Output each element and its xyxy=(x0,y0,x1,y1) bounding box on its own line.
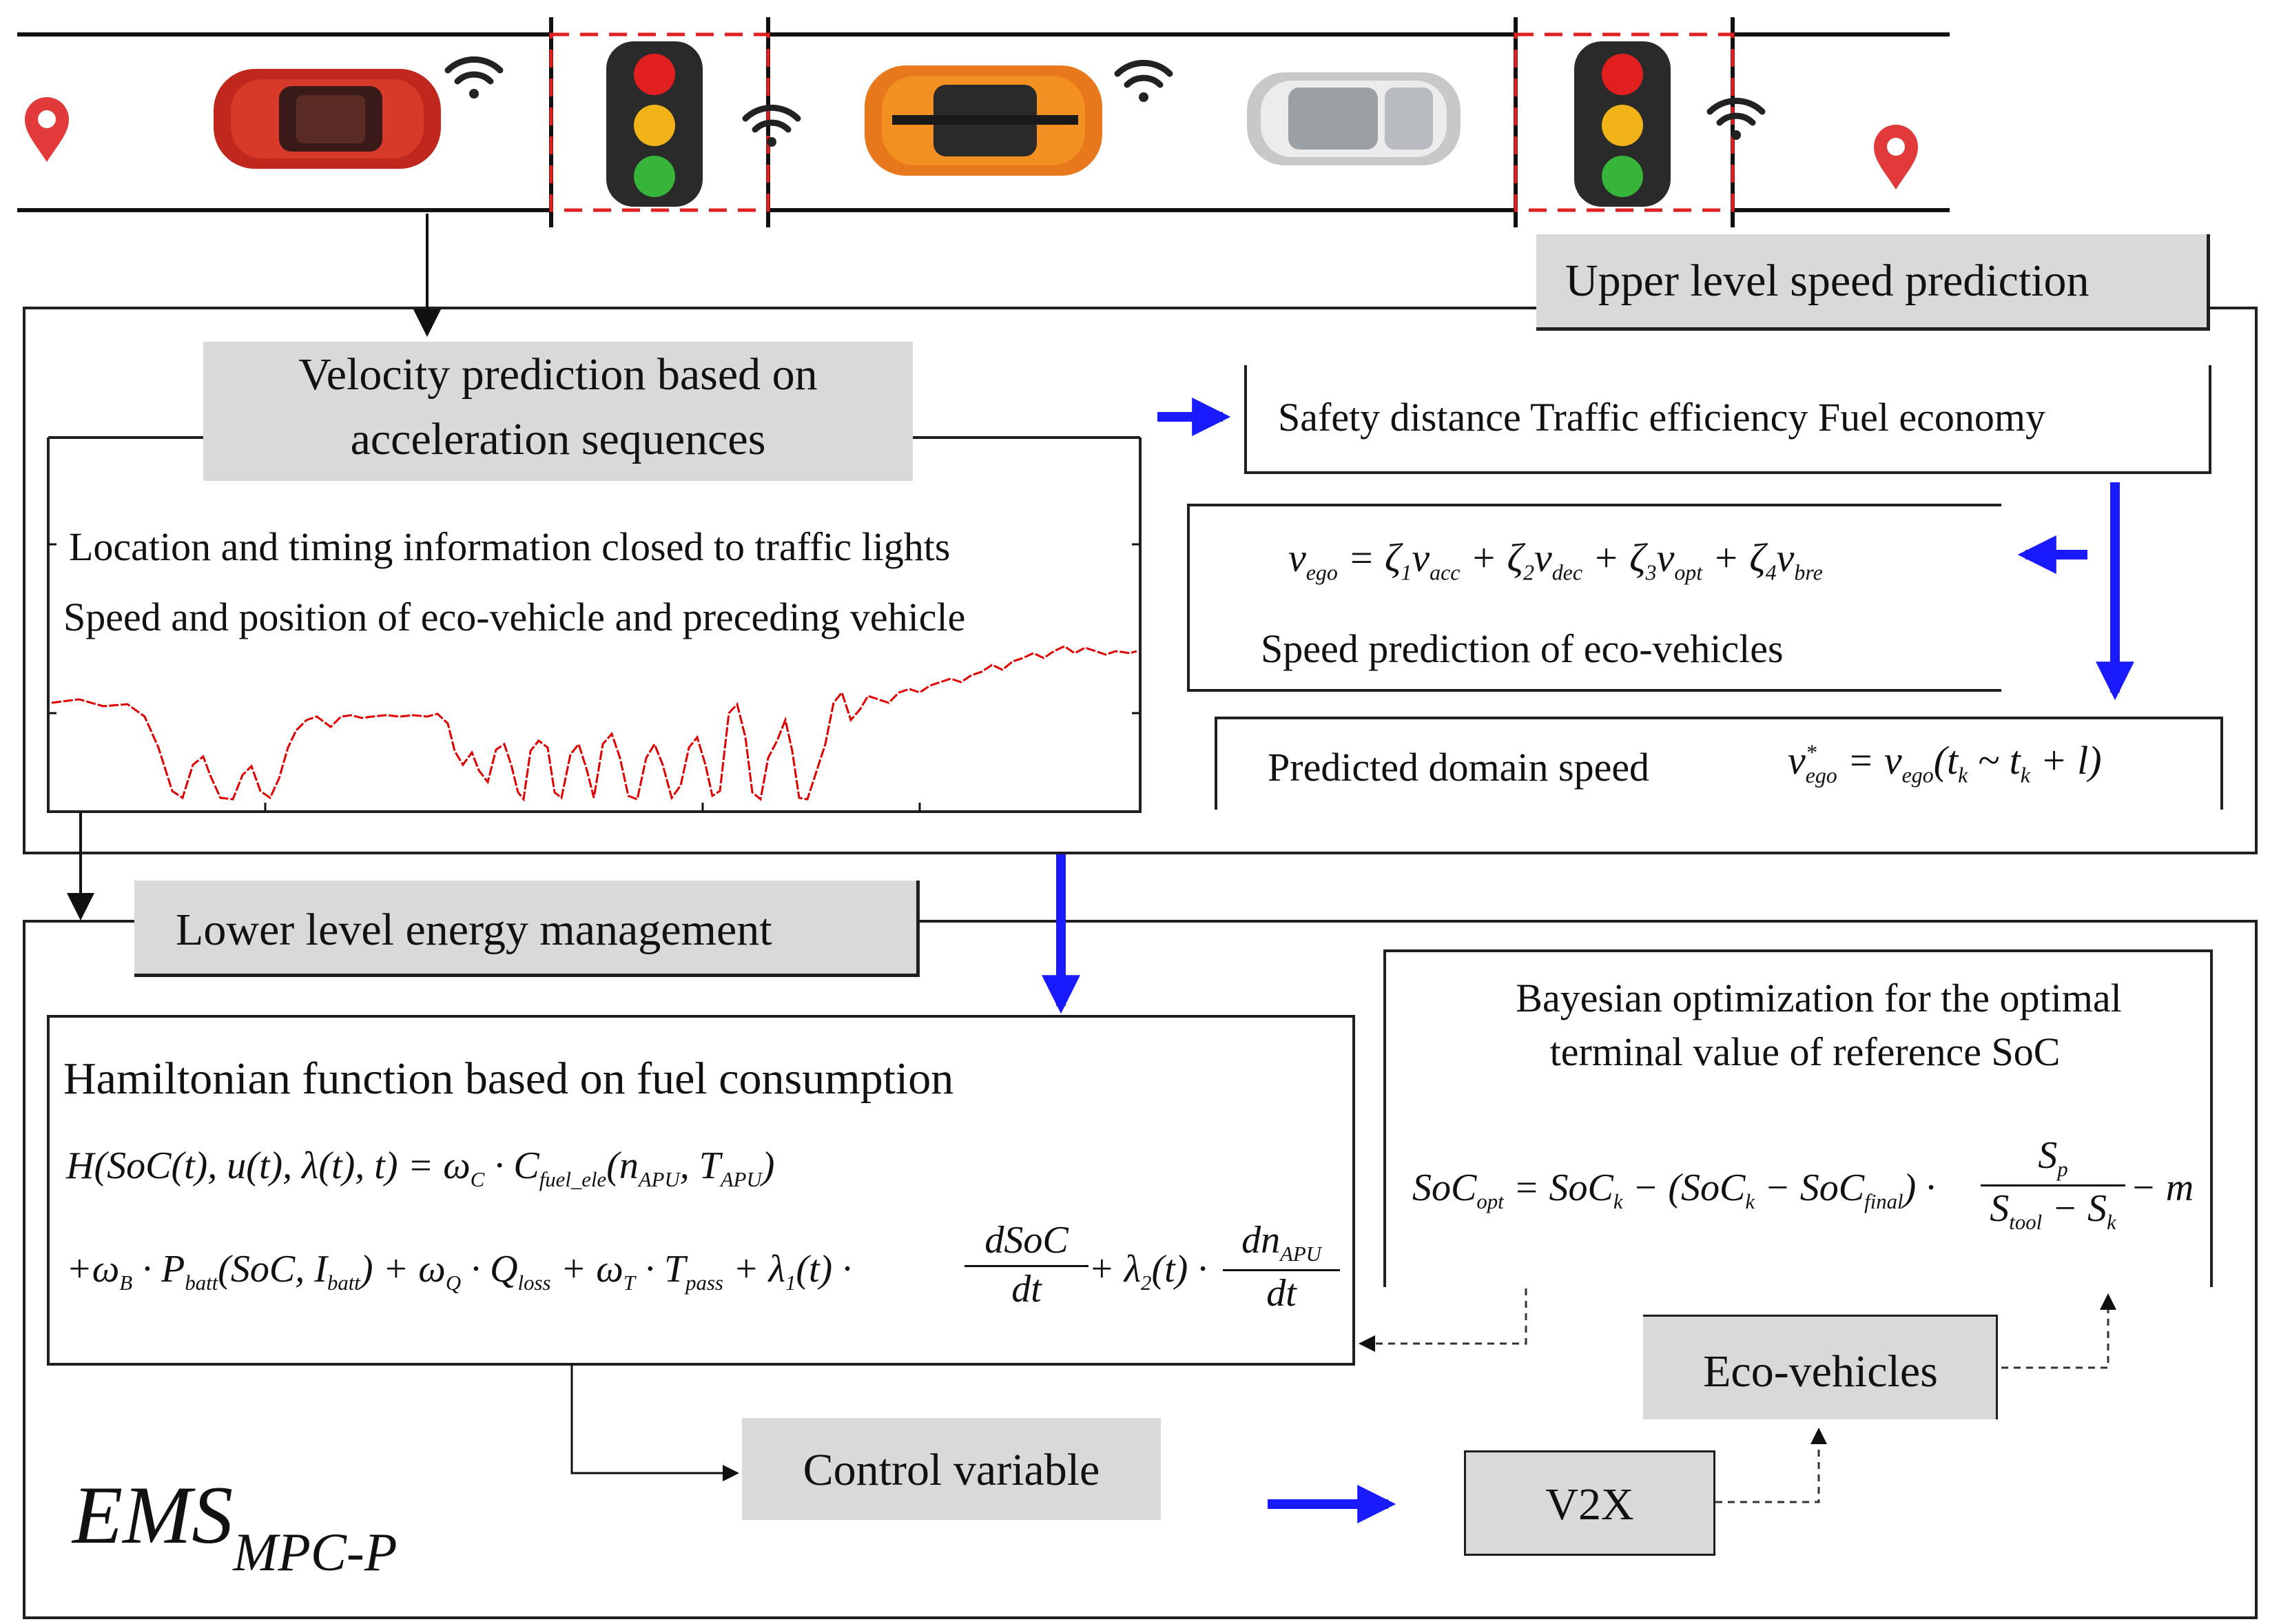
location-pin-icon xyxy=(25,97,69,162)
predicted-domain-label: Predicted domain speed xyxy=(1268,745,1650,790)
predicted-domain-formula: v*ego = vego(tk ~ tk + l) xyxy=(1788,738,2102,788)
hamiltonian-to-control-arrow xyxy=(570,1364,739,1481)
velocity-title-line2: acceleration sequences xyxy=(350,414,766,464)
lower-level-title: Lower level energy management xyxy=(176,905,772,955)
speed-trace-line xyxy=(51,645,1137,802)
hamiltonian-formula-line2: +ωB · Pbatt(SoC, Ibatt) + ωQ · Qloss + ω… xyxy=(66,1248,852,1295)
dn-dt-fraction: dnAPU dt xyxy=(1223,1218,1340,1315)
control-variable-label: Control variable xyxy=(803,1445,1100,1495)
road-scene xyxy=(17,17,1950,227)
soc-opt-formula: SoCopt = SoCk − (SoCk − SoCfinal) · xyxy=(1412,1166,1936,1214)
v2x-box: V2X xyxy=(1464,1450,1715,1556)
ems-main: EMS xyxy=(72,1469,234,1561)
intersection-zone-2 xyxy=(1514,32,1735,212)
ems-sub: MPC-P xyxy=(233,1522,398,1582)
velocity-prediction-title-box: Velocity prediction based on acceleratio… xyxy=(203,342,913,481)
traffic-light-icon xyxy=(1574,41,1671,207)
speed-prediction-label: Speed prediction of eco-vehicles xyxy=(1261,626,1784,671)
v2x-to-eco-arrow xyxy=(1715,1428,1827,1503)
wifi-signal-icon xyxy=(1114,59,1173,102)
upper-level-title-box: Upper level speed prediction xyxy=(1536,234,2210,331)
location-pin-icon xyxy=(1874,125,1918,189)
lower-level-title-box: Lower level energy management xyxy=(134,881,920,977)
eco-vehicles-box: Eco-vehicles xyxy=(1643,1315,1998,1419)
ems-label: EMSMPC-P xyxy=(72,1468,398,1582)
car-icon xyxy=(865,65,1102,176)
eco-vehicles-label: Eco-vehicles xyxy=(1703,1346,1938,1397)
wifi-signal-icon xyxy=(1706,97,1766,140)
eco-to-bayes-arrow xyxy=(2001,1293,2116,1369)
wifi-signal-icon xyxy=(444,56,504,99)
lambda2-term: + λ2(t) · xyxy=(1088,1248,1208,1295)
speed-trace-plot xyxy=(48,543,1140,812)
traffic-light-icon xyxy=(606,41,703,207)
wifi-signal-icon xyxy=(742,104,801,147)
info-line-2: Speed and position of eco-vehicle and pr… xyxy=(63,595,966,639)
bayes-line-1: Bayesian optimization for the optimal xyxy=(1516,976,2122,1020)
control-variable-box: Control variable xyxy=(742,1418,1161,1520)
v2x-label: V2X xyxy=(1545,1479,1634,1530)
dsoc-dt-fraction: dSoC dt xyxy=(964,1218,1088,1311)
hamiltonian-title: Hamiltonian function based on fuel consu… xyxy=(63,1053,954,1104)
lower-level-frame xyxy=(23,920,2258,1619)
hamiltonian-formula-line1: H(SoC(t), u(t), λ(t), t) = ωC · Cfuel_el… xyxy=(66,1144,775,1192)
car-icon xyxy=(1247,72,1461,165)
soc-m-term: − m xyxy=(2130,1166,2194,1209)
soc-fraction: Sp Stool − Sk xyxy=(1981,1133,2125,1235)
car-icon xyxy=(214,69,441,169)
objectives-text: Safety distance Traffic efficiency Fuel … xyxy=(1278,395,2046,440)
bayes-line-2: terminal value of reference SoC xyxy=(1549,1029,2061,1074)
vego-formula: vego = ζ1vacc + ζ2vdec + ζ3vopt + ζ4vbre xyxy=(1288,535,1823,585)
upper-level-frame xyxy=(23,307,2258,854)
bayes-to-hamiltonian-arrow xyxy=(1359,1288,1527,1352)
upper-level-title: Upper level speed prediction xyxy=(1565,256,2090,306)
info-line-1: Location and timing information closed t… xyxy=(69,524,951,569)
velocity-title-line1: Velocity prediction based on xyxy=(298,349,818,400)
